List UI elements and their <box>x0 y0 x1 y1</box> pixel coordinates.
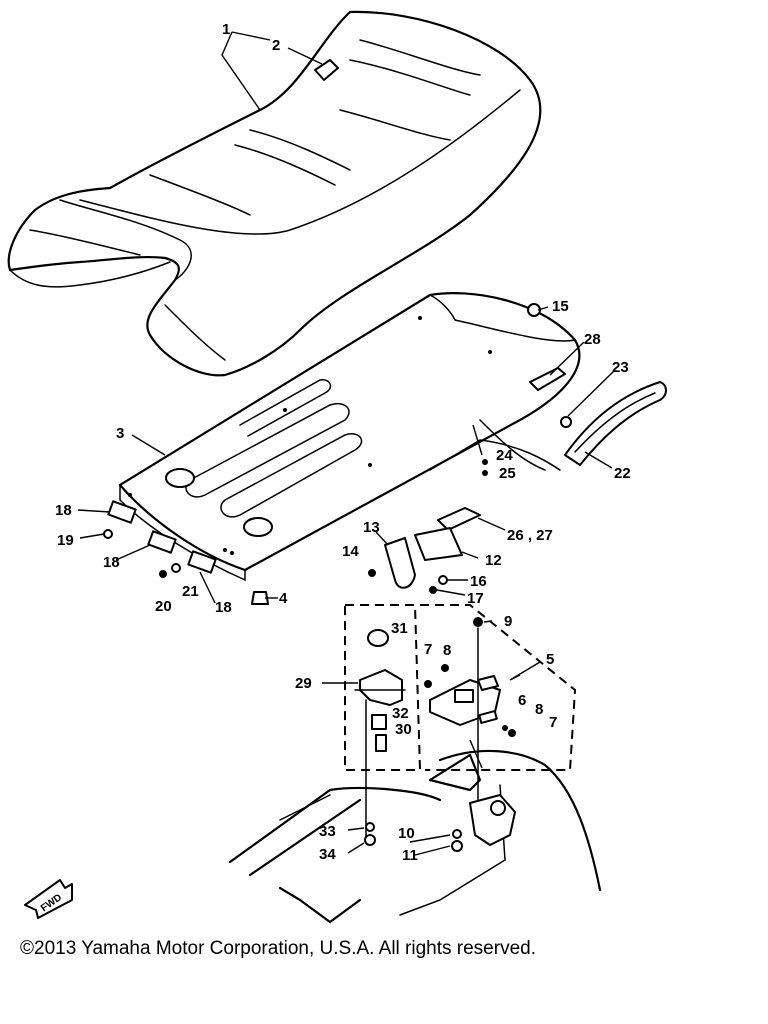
label-33: 33 <box>319 823 336 840</box>
washer-10 <box>452 829 462 839</box>
label-30: 30 <box>395 721 412 738</box>
seat-base <box>118 292 581 582</box>
label-32: 32 <box>392 705 409 722</box>
lock-assembly-29 <box>354 629 406 841</box>
leader-lines <box>77 31 616 856</box>
label-15: 15 <box>552 298 569 315</box>
label-17: 17 <box>467 590 484 607</box>
label-18c: 18 <box>215 599 232 616</box>
catch-plate-26 <box>437 507 481 531</box>
label-7b: 7 <box>549 714 557 731</box>
label-25: 25 <box>499 465 516 482</box>
label-23: 23 <box>612 359 629 376</box>
label-1: 1 <box>222 21 230 38</box>
label-20: 20 <box>155 598 172 615</box>
hull-body <box>228 749 602 924</box>
label-6: 6 <box>518 692 526 709</box>
nut-34 <box>364 834 376 846</box>
nut-11 <box>451 840 463 852</box>
fwd-arrow-icon: FWD <box>24 879 73 919</box>
label-24: 24 <box>496 447 513 464</box>
label-19: 19 <box>57 532 74 549</box>
label-31: 31 <box>391 620 408 637</box>
label-14: 14 <box>342 543 359 560</box>
grommet-4 <box>251 591 269 605</box>
label-12: 12 <box>485 552 502 569</box>
nut-24 <box>482 459 488 465</box>
label-29: 29 <box>295 675 312 692</box>
label-18a: 18 <box>55 502 72 519</box>
label-3: 3 <box>116 425 124 442</box>
assembly-box-5 <box>420 604 577 771</box>
label-8b: 8 <box>535 701 543 718</box>
latch-bracket-12 <box>414 527 463 561</box>
nut-14 <box>368 569 376 577</box>
label-9: 9 <box>504 613 512 630</box>
label-26-27: 26 , 27 <box>507 527 553 544</box>
label-4: 4 <box>279 590 288 607</box>
label-22: 22 <box>614 465 631 482</box>
copyright-notice: ©2013 Yamaha Motor Corporation, U.S.A. A… <box>20 938 536 959</box>
label-18b: 18 <box>103 554 120 571</box>
label-16: 16 <box>470 573 487 590</box>
bracket-28 <box>529 367 566 391</box>
label-13: 13 <box>363 519 380 536</box>
assembly-box-29 <box>344 604 422 771</box>
label-7a: 7 <box>424 641 432 658</box>
label-5: 5 <box>546 651 554 668</box>
rear-trim <box>564 381 667 466</box>
washer-16 <box>438 575 448 585</box>
bolt-17 <box>429 586 437 594</box>
label-10: 10 <box>398 825 415 842</box>
hinge-brackets <box>103 500 217 578</box>
washer-33 <box>365 822 375 832</box>
label-21: 21 <box>182 583 199 600</box>
label-11: 11 <box>402 847 418 864</box>
seat-strap <box>314 59 339 81</box>
label-34: 34 <box>319 846 336 863</box>
screw-23 <box>560 416 572 428</box>
lock-hook-13 <box>384 537 416 589</box>
label-8a: 8 <box>443 642 451 659</box>
washer-25 <box>482 470 488 476</box>
latch-assembly-5 <box>424 617 516 801</box>
label-2: 2 <box>272 37 280 54</box>
seat-cushion <box>7 10 542 377</box>
label-28: 28 <box>584 331 601 348</box>
